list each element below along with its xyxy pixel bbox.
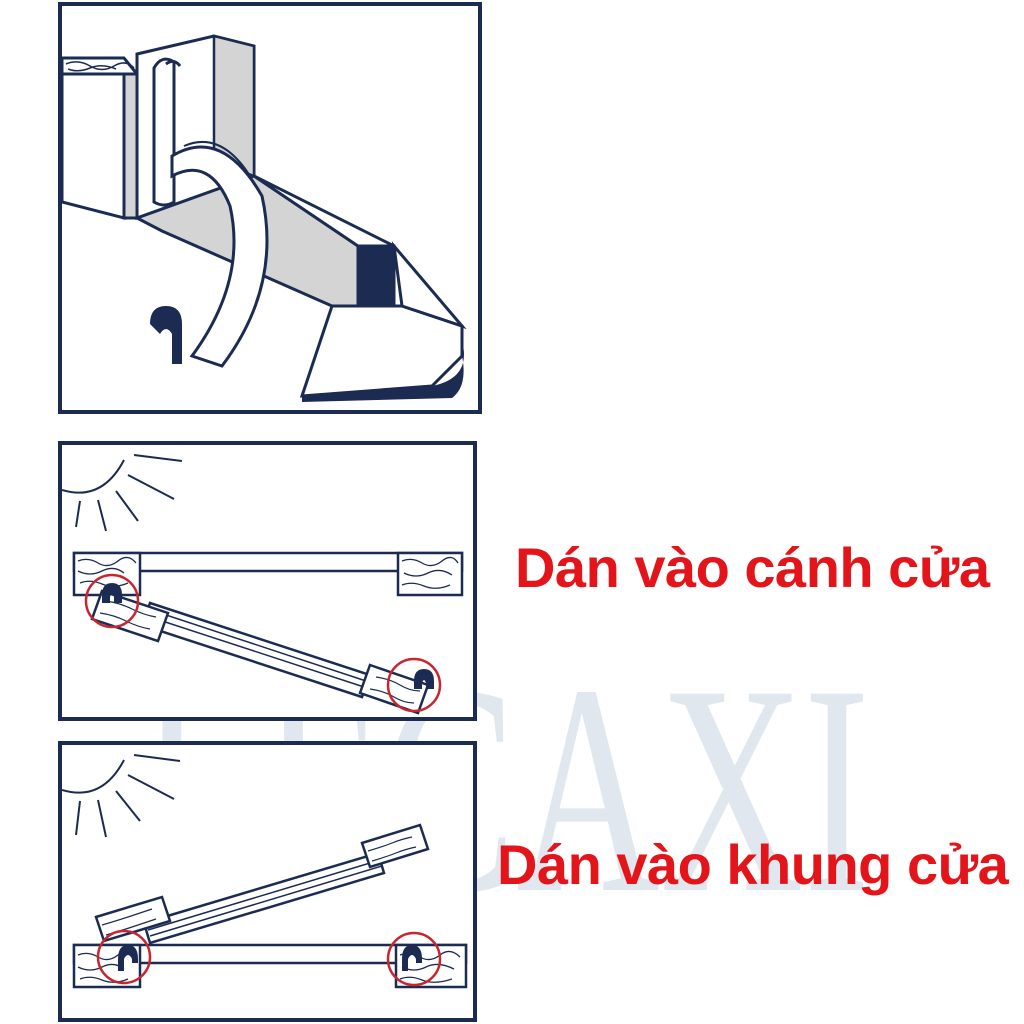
caption-apply-to-sash: Dán vào cánh cửa bbox=[515, 536, 990, 599]
sun-icon bbox=[62, 454, 183, 532]
highlight-circle-right bbox=[386, 657, 442, 713]
highlight-circle-left bbox=[84, 573, 140, 629]
sun-icon bbox=[62, 754, 181, 838]
sash-install-drawing bbox=[62, 454, 464, 715]
seal-perspective-panel bbox=[58, 2, 482, 414]
sash-install-panel bbox=[58, 441, 477, 721]
frame-install-drawing bbox=[62, 754, 468, 989]
highlight-circle-left bbox=[96, 929, 152, 985]
seal-perspective-drawing bbox=[62, 34, 467, 402]
frame-install-panel bbox=[58, 741, 477, 1022]
caption-apply-to-frame: Dán vào khung cửa bbox=[497, 833, 1009, 896]
highlight-circle-right bbox=[386, 931, 442, 987]
